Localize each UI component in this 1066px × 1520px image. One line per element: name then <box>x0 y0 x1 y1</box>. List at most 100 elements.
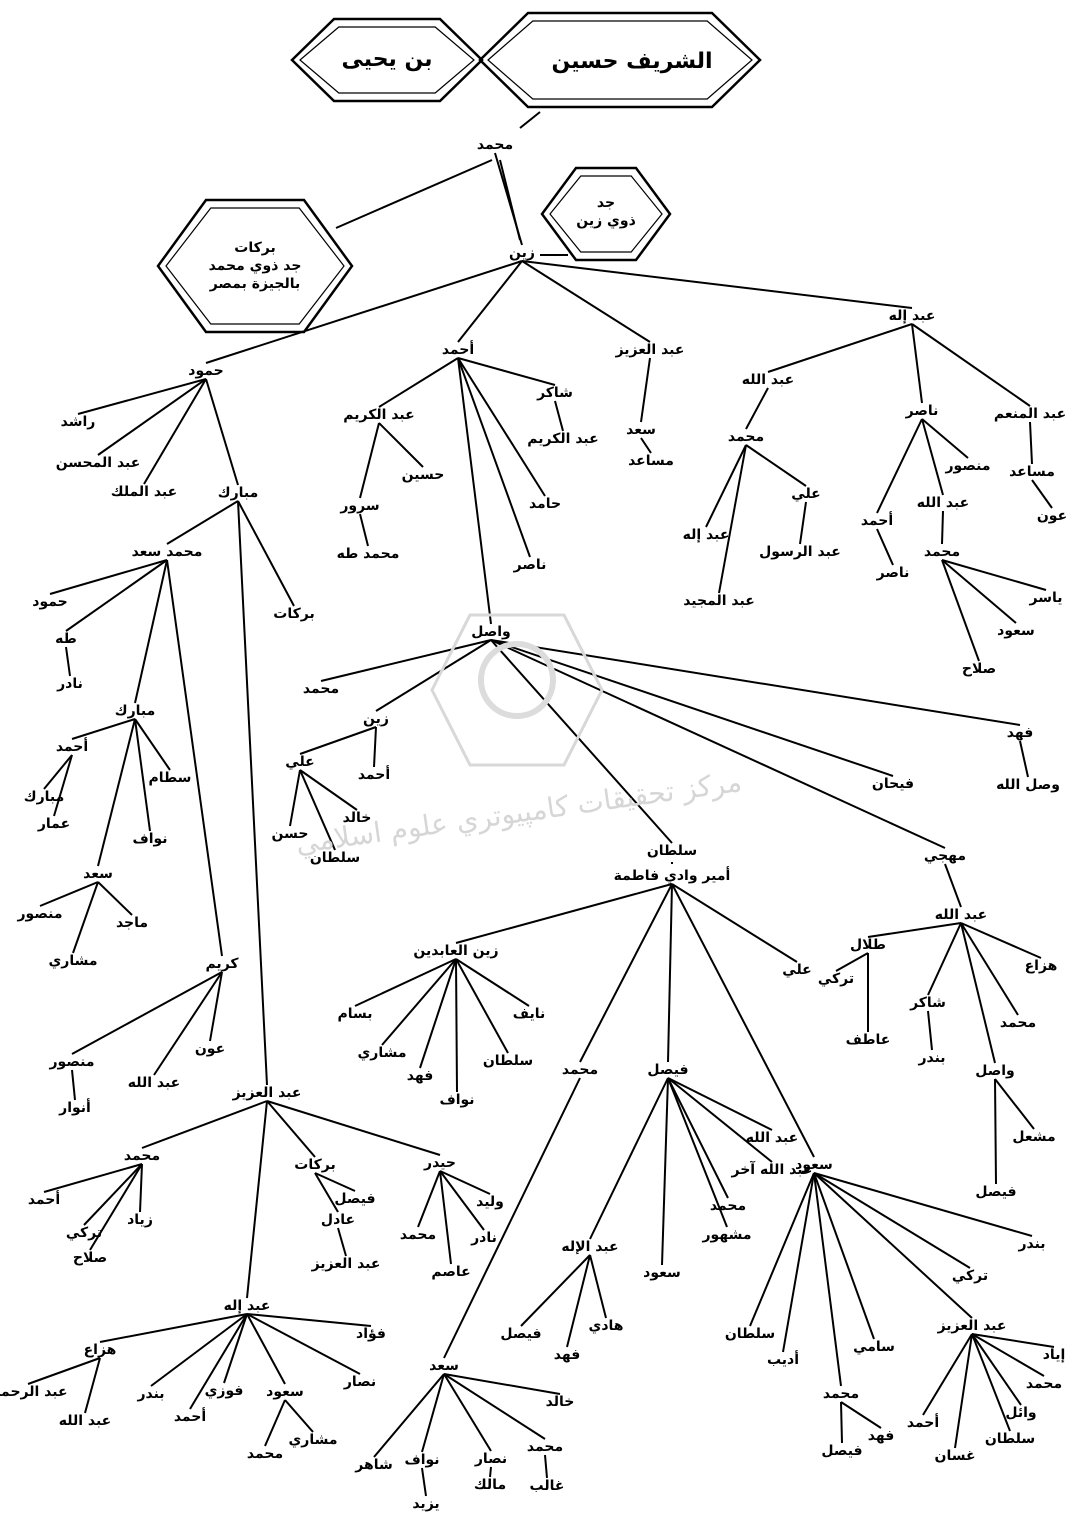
person-node-n86: محمد <box>561 1062 599 1078</box>
person-node-n59: عون <box>194 1041 226 1057</box>
person-node-n83: هزاع <box>1024 958 1058 974</box>
edge-n79-n81 <box>994 1078 997 1185</box>
edge-n88-n110 <box>813 1172 842 1387</box>
person-node-n45: مبارك <box>114 703 156 719</box>
person-node-n61: محمد <box>302 681 340 697</box>
edge-n149-n150 <box>284 1399 314 1433</box>
person-node-n35: واصل <box>471 624 511 640</box>
edge-n45-n46 <box>71 718 136 740</box>
person-node-n15: منصور <box>945 458 991 474</box>
edge-n143-n145 <box>84 1357 101 1414</box>
edge-n130-n141 <box>417 1170 441 1228</box>
edge-n84-n91 <box>419 958 457 1069</box>
edge-n88-n107 <box>813 1172 973 1319</box>
edge-n123-n124 <box>489 1466 492 1478</box>
edge-n29-n31 <box>359 422 380 499</box>
person-node-n32: محمد طه <box>336 546 400 562</box>
person-node-n92: نواف <box>439 1092 475 1108</box>
edge-n136-n137 <box>337 1227 347 1257</box>
edge-n45-n51 <box>97 718 136 867</box>
person-node-n37: عبد المحسن <box>55 455 141 471</box>
person-node-n107: عبد العزيز <box>937 1318 1007 1334</box>
edge-n143-n144 <box>27 1357 101 1385</box>
person-node-n102: فهد <box>553 1347 581 1363</box>
person-node-n123: نصار <box>474 1451 508 1467</box>
person-node-n138: وليد <box>476 1194 504 1210</box>
person-node-n76: عاطف <box>845 1032 891 1048</box>
edge-n107-n118 <box>971 1333 1055 1348</box>
person-node-n29: عبد الكريم <box>343 407 415 423</box>
edge-n100-n103 <box>589 1254 607 1319</box>
edge-n8-n15 <box>921 418 969 459</box>
person-node-n38: عبد الملك <box>110 484 178 500</box>
person-node-n80: مشعل <box>1012 1129 1056 1145</box>
edge-n129-n136 <box>314 1172 339 1213</box>
person-node-n119: سعد <box>429 1358 459 1374</box>
edge-n71b-n86 <box>579 883 673 1063</box>
edge-n87-n96 <box>667 1077 773 1163</box>
person-node-n54: مشاري <box>48 953 98 969</box>
edge-n39-n41 <box>237 500 295 607</box>
edge-n31-n32 <box>359 513 369 547</box>
person-node-n84: زين العابدين <box>413 943 499 959</box>
edge-n128-n132 <box>83 1163 143 1226</box>
edge-n74-n75 <box>835 952 869 972</box>
edge-n5-n34 <box>457 357 531 558</box>
person-node-n90: مشاري <box>357 1045 407 1061</box>
person-node-n47: مبارك <box>23 789 65 805</box>
person-node-n139: نادر <box>471 1230 497 1246</box>
edge-n84-n93 <box>455 958 509 1054</box>
edge-n39-n60 <box>237 500 268 1086</box>
edge-n10-n12 <box>705 444 747 528</box>
person-node-n112: فهد <box>867 1428 895 1444</box>
person-node-n96: عبد الله آخر <box>731 1162 813 1178</box>
edge-n40-n45 <box>134 559 168 704</box>
person-node-n142: عبد إله <box>223 1298 271 1314</box>
person-node-n149: سعود <box>266 1384 304 1400</box>
person-node-n130: حيدر <box>424 1155 456 1171</box>
person-node-n20: ياسر <box>1029 590 1063 606</box>
edge-n142-n147 <box>189 1313 248 1410</box>
person-node-n91: فهد <box>406 1068 434 1084</box>
person-node-n4: عبد العزيز <box>615 342 685 358</box>
person-node-n44: نادر <box>57 676 83 692</box>
person-node-n134: صلاح <box>72 1250 108 1266</box>
person-node-n143: هزاع <box>83 1342 117 1358</box>
side-box-barakat: بركات جد ذوي محمد بالجيزة بمصر <box>209 239 302 293</box>
edge-n130-n138 <box>439 1170 491 1195</box>
person-node-n62: زين <box>363 711 389 727</box>
edge-n130-n139 <box>439 1170 485 1231</box>
person-node-n95: عبد الله <box>745 1130 799 1146</box>
edge-n73-n82 <box>960 922 1019 1016</box>
edge-n43-n44 <box>65 646 71 677</box>
edge-n128-n133 <box>139 1163 143 1213</box>
person-node-n17: أحمد <box>860 513 894 529</box>
person-node-n49: سطام <box>148 770 192 786</box>
edge-n17-n18 <box>876 528 894 566</box>
person-node-n136: عادل <box>320 1212 356 1228</box>
edge-n107-n117 <box>971 1333 1045 1377</box>
edge-n71b-n85 <box>671 883 798 963</box>
edge-n40-n42 <box>49 559 168 595</box>
edge-n23-n24 <box>1031 479 1053 509</box>
edge-n87-n97 <box>667 1077 729 1199</box>
person-node-n151: محمد <box>246 1446 284 1462</box>
person-node-n75: تركي <box>817 971 855 987</box>
person-node-n108: تركي <box>951 1268 989 1284</box>
edge-n56-n57 <box>71 1069 76 1101</box>
person-node-n52: منصور <box>17 906 63 922</box>
edge-n63-n66 <box>299 769 358 811</box>
edge-n35-n70 <box>490 639 894 777</box>
hexagon-outline-dhawi-zayn <box>540 166 672 262</box>
person-node-n1: محمد <box>476 137 514 153</box>
person-node-n5: أحمد <box>441 342 475 358</box>
edge-n3-n7 <box>767 323 913 373</box>
edge-n119-n125 <box>443 1373 546 1440</box>
person-node-n48: عمار <box>37 816 71 832</box>
edge-n121-n122 <box>421 1467 427 1497</box>
person-node-n140: عاصم <box>431 1264 471 1280</box>
person-node-n43: طه <box>55 631 77 647</box>
